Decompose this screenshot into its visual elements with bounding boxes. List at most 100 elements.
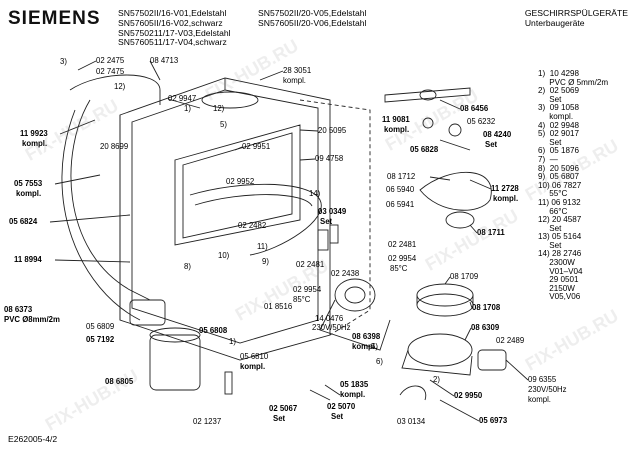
part-number-label: 06 5940 (386, 185, 415, 194)
part-number-label: 08 6309 (471, 323, 500, 332)
part-number-label: 9) (262, 257, 269, 266)
part-number-label: kompl. (340, 390, 366, 399)
part-number-label: 02 9952 (226, 177, 255, 186)
legend-row: 9) 05 6807 (538, 172, 579, 182)
legend-row: Set (538, 137, 562, 147)
brand-logo: SIEMENS (8, 8, 101, 29)
part-number-label: 03 0349 (318, 207, 347, 216)
part-number-label: 11 9081 (382, 115, 410, 124)
part-number-label: 05 6824 (9, 217, 38, 226)
legend-row: 55°C (538, 189, 568, 199)
part-number-label: 08 1708 (472, 303, 501, 312)
part-number-label: 230V/50Hz (528, 385, 567, 394)
filter-ring (416, 283, 474, 307)
part-number-label: 1) (229, 337, 236, 346)
part-number-label: 85°C (390, 264, 408, 273)
model-line: SN57605II/20-V06,Edelstahl (258, 17, 367, 28)
part-number-label: 02 9954 (293, 285, 322, 294)
part-number-label: kompl. (240, 362, 266, 371)
part-number-label: 08 4240 (483, 130, 512, 139)
part-number-label: 28 3051 (283, 66, 312, 75)
part-number-label: 08 1712 (387, 172, 416, 181)
part-number-label: 05 6810 (240, 352, 269, 361)
legend-row: 12) 20 4587 (538, 215, 582, 225)
part-number-label: Set (273, 414, 286, 423)
part-number-label: 08 6456 (460, 104, 489, 113)
part-number-label: 08 4713 (150, 56, 179, 65)
part-number-label: 5) (220, 120, 227, 129)
legend-row: V05,V06 (538, 292, 581, 302)
part-number-label: 1) (184, 104, 191, 113)
category-line: Unterbaugeräte (524, 17, 585, 28)
model-line: SN5760511/17-V04,schwarz (118, 37, 227, 48)
part-number-label: 05 6808 (199, 326, 228, 335)
model-line: SN57502II/20-V05,Edelstahl (258, 8, 367, 18)
part-number-label: 5) (371, 342, 378, 351)
part-number-label: Set (320, 217, 333, 226)
part-number-label: 02 9954 (388, 254, 417, 263)
part-number-label: 01 8516 (264, 302, 293, 311)
part-number-label: 05 1835 (340, 380, 369, 389)
part-number-label: 02 9947 (168, 94, 197, 103)
part-number-label: 20 5095 (318, 126, 347, 135)
part-number-label: PVC Ø8mm/2m (4, 315, 60, 324)
part-number-label: 08 1709 (450, 272, 479, 281)
part-number-label: 11 2728 (491, 184, 519, 193)
part-number-label: 14 0476 (315, 314, 344, 323)
part-number-label: 02 5067 (269, 404, 298, 413)
motor-body (334, 278, 376, 312)
legend-row: Set (538, 94, 562, 104)
model-line: SN57605II/16-V02,schwarz (118, 17, 223, 28)
part-number-label: 14) (309, 189, 321, 198)
part-number-label: 05 6828 (410, 145, 439, 154)
part-number-label: Set (485, 140, 498, 149)
part-number-label: 05 7553 (14, 179, 43, 188)
circulation-base (407, 333, 473, 367)
cabinet-dashed (299, 99, 371, 336)
part-number-label: 03 0134 (397, 417, 426, 426)
part-number-label: kompl. (528, 395, 551, 404)
part-number-label: 09 4758 (315, 154, 344, 163)
part-number-label: 02 2475 (96, 56, 125, 65)
legend-row: Set (538, 240, 562, 250)
part-number-label: kompl. (22, 139, 48, 148)
legend-row: kompl. (538, 111, 574, 121)
part-number-label: 05 6973 (479, 416, 508, 425)
part-number-label: 10) (218, 251, 230, 260)
part-number-label: 6) (376, 357, 383, 366)
legend-row: PVC Ø 5mm/2m (538, 77, 609, 87)
part-number-label: 05 6809 (86, 322, 115, 331)
legend-row: 14) 28 2746 (538, 249, 582, 259)
legend-row: 1) 10 4298 (538, 69, 579, 78)
drain-hose (69, 74, 161, 105)
part-number-label: 2) (433, 375, 440, 384)
part-number-label: 08 6398 (352, 332, 381, 341)
legend-row: 2) 02 5069 (538, 86, 579, 96)
part-number-label: 02 1237 (193, 417, 222, 426)
fill-hose (70, 99, 151, 301)
legend-row: 29 0501 (538, 275, 579, 285)
part-number-label: kompl. (283, 76, 306, 85)
part-number-label: kompl. (16, 189, 42, 198)
part-number-label: 12) (114, 82, 126, 91)
category-title: GESCHIRRSPÜLGERÄTE Unterbaugeräte (524, 8, 628, 29)
legend-row: 2300W (538, 258, 575, 268)
legend-row: Set (538, 223, 562, 233)
part-number-label: 12) (213, 104, 225, 113)
part-number-label: 02 9950 (454, 391, 483, 400)
legend-row: V01–V04 (538, 266, 583, 276)
legend-row: 11) 06 9132 (538, 197, 581, 207)
legend-row: 10) 06 7827 (538, 180, 582, 190)
part-number-label: 02 9951 (242, 142, 271, 151)
legend-row: 66°C (538, 206, 568, 216)
part-number-label: 11 9923 (20, 129, 48, 138)
part-number-label: 8) (184, 262, 191, 271)
part-number-label: kompl. (384, 125, 410, 134)
part-number-label: 02 2481 (296, 260, 325, 269)
part-number-label: kompl. (352, 342, 378, 351)
part-number-label: 11 8994 (14, 255, 42, 264)
part-number-label: 05 6232 (467, 117, 496, 126)
part-number-label: 02 7475 (96, 67, 125, 76)
